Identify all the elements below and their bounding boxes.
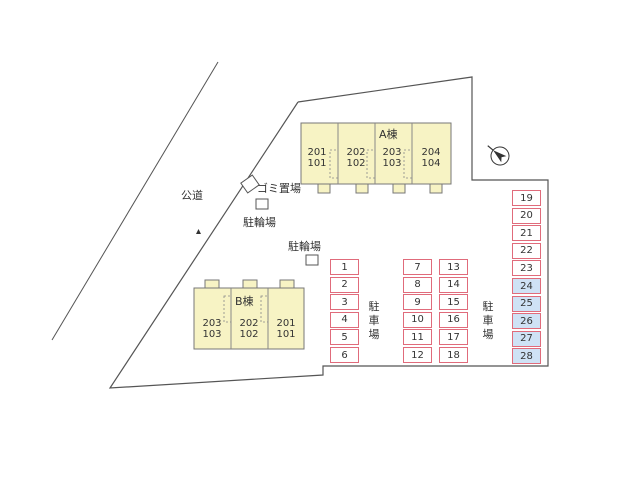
bicycle-parking-2 xyxy=(305,254,319,266)
building-a-name: A棟 xyxy=(379,128,398,141)
parking-space-26: 26 xyxy=(512,313,541,330)
parking-space-18: 18 xyxy=(439,347,468,363)
north-arrow-icon xyxy=(487,145,510,166)
building-a xyxy=(300,122,452,194)
parking-space-23: 23 xyxy=(512,260,541,277)
garbage-area xyxy=(240,174,260,194)
bicycle-parking-1 xyxy=(255,198,269,210)
bicycle-parking-2-label: 駐輪場 xyxy=(288,240,321,253)
building-b-name: B棟 xyxy=(235,295,254,308)
road-label: 公道 xyxy=(181,189,203,202)
parking-space-11: 11 xyxy=(403,329,432,346)
parking-space-12: 12 xyxy=(403,347,432,363)
parking-space-7: 7 xyxy=(403,259,432,275)
site-boundary xyxy=(108,76,549,389)
road-line xyxy=(51,61,219,341)
building-b xyxy=(193,279,305,350)
bicycle-parking-1-label: 駐輪場 xyxy=(243,216,276,229)
road-marker-icon xyxy=(196,229,201,234)
parking-space-21: 21 xyxy=(512,225,541,242)
parking-space-9: 9 xyxy=(403,294,432,311)
parking-space-24: 24 xyxy=(512,278,541,294)
parking-space-13: 13 xyxy=(439,259,468,275)
parking-space-16: 16 xyxy=(439,311,468,328)
parking-space-22: 22 xyxy=(512,242,541,259)
parking-space-25: 25 xyxy=(512,295,541,312)
parking-space-17: 17 xyxy=(439,329,468,346)
parking-space-8: 8 xyxy=(403,276,432,293)
parking-space-4: 4 xyxy=(330,311,359,328)
parking-space-10: 10 xyxy=(403,311,432,328)
parking-space-2: 2 xyxy=(330,276,359,293)
parking-space-5: 5 xyxy=(330,329,359,346)
parking-label-right: 駐車場 xyxy=(482,300,494,341)
parking-label-left: 駐車場 xyxy=(368,300,380,341)
parking-space-20: 20 xyxy=(512,207,541,224)
parking-space-3: 3 xyxy=(330,294,359,311)
parking-space-19: 19 xyxy=(512,190,541,206)
parking-space-14: 14 xyxy=(439,276,468,293)
parking-space-15: 15 xyxy=(439,294,468,311)
parking-space-1: 1 xyxy=(330,259,359,275)
garbage-area-label: ゴミ置場 xyxy=(257,182,301,195)
parking-space-27: 27 xyxy=(512,330,541,347)
parking-space-6: 6 xyxy=(330,347,359,363)
parking-space-28: 28 xyxy=(512,348,541,365)
